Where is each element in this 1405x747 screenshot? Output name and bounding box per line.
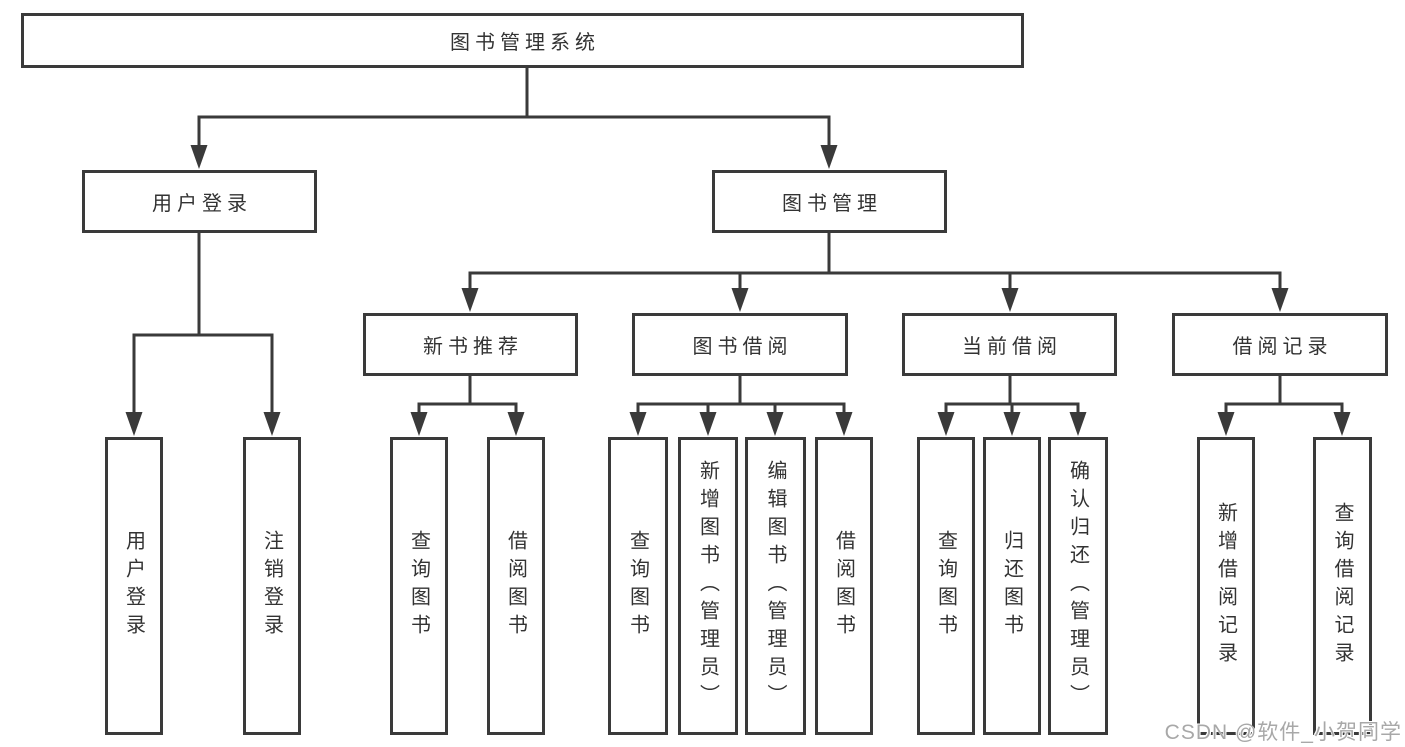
node-new-book-recommend: 新书推荐	[363, 313, 578, 376]
node-borrow-records: 借阅记录	[1172, 313, 1388, 376]
node-user-login: 用户登录	[82, 170, 317, 233]
connector-user-login-children	[125, 233, 281, 436]
node-library-management-system: 图书管理系统	[21, 13, 1024, 68]
leaf-query-books-recommend: 查询图书	[390, 437, 448, 735]
leaf-logout: 注销登录	[243, 437, 301, 735]
node-book-borrow: 图书借阅	[632, 313, 848, 376]
connector-book-borrow-children	[629, 376, 853, 436]
leaf-return-books: 归还图书	[983, 437, 1041, 735]
connector-book-management-children	[461, 233, 1289, 312]
leaf-confirm-return-admin: 确认归还（管理员）	[1048, 437, 1108, 735]
leaf-query-books-borrow: 查询图书	[608, 437, 668, 735]
leaf-query-borrow-record: 查询借阅记录	[1313, 437, 1372, 735]
leaf-borrow-books-recommend: 借阅图书	[487, 437, 545, 735]
node-current-borrow: 当前借阅	[902, 313, 1117, 376]
connector-borrow-records-children	[1217, 376, 1351, 436]
node-book-management: 图书管理	[712, 170, 947, 233]
leaf-query-books-current: 查询图书	[917, 437, 975, 735]
watermark: CSDN @软件_小贺同学	[1164, 721, 1402, 744]
leaf-borrow-books: 借阅图书	[815, 437, 873, 735]
leaf-user-login: 用户登录	[105, 437, 163, 735]
connector-root-to-level1	[190, 68, 838, 169]
connector-current-borrow-children	[937, 376, 1087, 436]
leaf-add-books-admin: 新增图书（管理员）	[678, 437, 738, 735]
connector-new-book-children	[410, 376, 525, 436]
leaf-edit-books-admin: 编辑图书（管理员）	[745, 437, 806, 735]
leaf-add-borrow-record: 新增借阅记录	[1197, 437, 1255, 735]
